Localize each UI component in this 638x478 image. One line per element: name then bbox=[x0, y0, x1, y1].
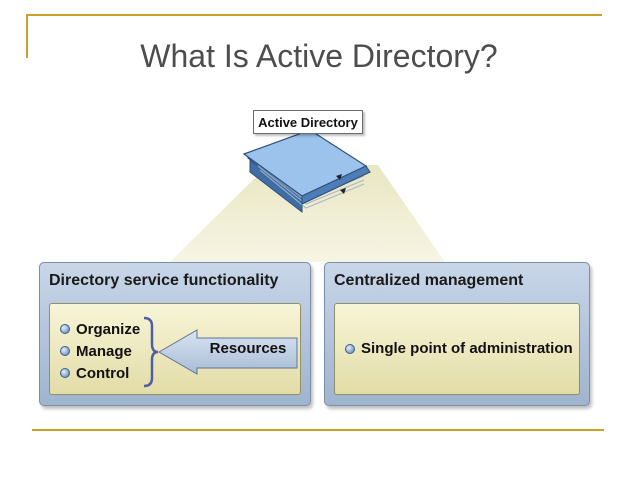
bullet-icon bbox=[60, 346, 70, 356]
bullet-icon bbox=[345, 343, 355, 354]
left-frame-line bbox=[26, 14, 28, 58]
top-frame-line bbox=[26, 14, 602, 16]
item-control: Control bbox=[76, 364, 130, 382]
centralized-management-panel: Centralized management Single point of a… bbox=[324, 262, 590, 406]
list-item: Organize bbox=[60, 318, 140, 340]
bullet-icon bbox=[60, 324, 70, 334]
bullet-icon bbox=[60, 368, 70, 378]
resources-arrow-icon bbox=[158, 329, 298, 375]
item-organize: Organize bbox=[76, 320, 141, 338]
centralized-management-heading: Centralized management bbox=[334, 272, 524, 289]
directory-service-heading: Directory service functionality bbox=[49, 272, 279, 289]
item-single-point: Single point of administration bbox=[361, 340, 573, 357]
function-list: Organize Manage Control bbox=[60, 318, 140, 384]
bottom-frame-line bbox=[32, 429, 604, 431]
centralized-management-content: Single point of administration bbox=[334, 303, 580, 395]
active-directory-label: Active Directory bbox=[253, 110, 363, 134]
directory-service-panel: Directory service functionality Organize… bbox=[39, 262, 311, 406]
resources-label: Resources bbox=[209, 340, 287, 357]
brace-icon bbox=[143, 316, 159, 388]
list-item: Control bbox=[60, 362, 140, 384]
book-icon bbox=[242, 129, 372, 214]
item-manage: Manage bbox=[76, 342, 132, 360]
list-item: Single point of administration bbox=[345, 340, 573, 357]
list-item: Manage bbox=[60, 340, 140, 362]
slide-title: What Is Active Directory? bbox=[140, 38, 498, 74]
directory-service-content: Organize Manage Control Resources bbox=[49, 303, 301, 395]
